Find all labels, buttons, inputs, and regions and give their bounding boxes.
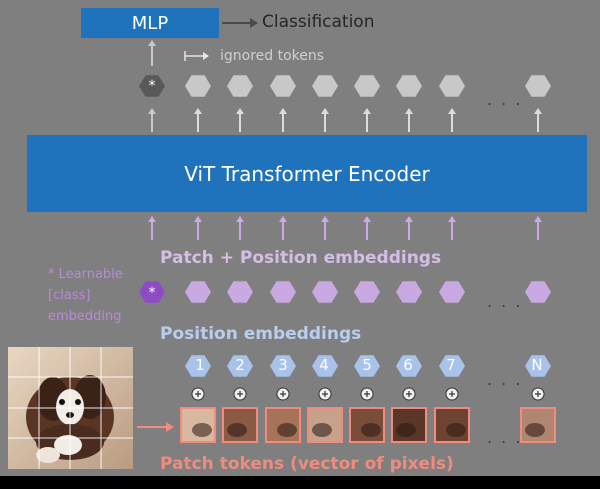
puppy-input-image	[8, 347, 133, 469]
patch-detail	[525, 423, 545, 437]
classification-label: Classification	[262, 12, 375, 32]
embedding-token	[312, 281, 338, 303]
position-embeddings-label: Position embeddings	[160, 324, 362, 344]
patch-detail	[396, 423, 416, 437]
encoder-output-arrow-head	[236, 108, 244, 114]
encoder-output-arrow-head	[148, 108, 156, 114]
encoder-label: ViT Transformer Encoder	[184, 161, 430, 186]
position-token	[227, 355, 253, 377]
position-token	[270, 355, 296, 377]
encoder-output-arrow-head	[194, 108, 202, 114]
learnable-class-embedding-label: * Learnable [class] embedding	[48, 267, 123, 324]
embedding-token	[185, 281, 211, 303]
position-number: 2	[235, 356, 245, 374]
position-number: 3	[278, 356, 288, 374]
position-number: 7	[446, 356, 456, 374]
mlp-input-arrow-head	[148, 40, 156, 46]
vit-diagram: ** MLP Classification ignored tokens ViT…	[0, 0, 600, 476]
encoder-output-arrow-head	[534, 108, 542, 114]
ignored-legend-head	[203, 52, 209, 60]
patch-detail	[361, 423, 381, 437]
output-token	[227, 75, 253, 97]
transformer-encoder-box: ViT Transformer Encoder	[27, 135, 587, 212]
encoder-input-arrow-head	[194, 216, 202, 222]
output-token	[312, 75, 338, 97]
encoder-input-arrow-head	[534, 216, 542, 222]
patch-tokens-label: Patch tokens (vector of pixels)	[160, 454, 454, 474]
position-token	[312, 355, 338, 377]
image-to-patches-arrow-head	[166, 422, 174, 432]
position-number: 4	[319, 356, 329, 374]
puppy-picture	[8, 347, 133, 469]
output-token	[185, 75, 211, 97]
output-token	[270, 75, 296, 97]
encoder-output-arrow-head	[448, 108, 456, 114]
encoder-input-arrow-head	[448, 216, 456, 222]
embedding-token	[270, 281, 296, 303]
embedding-token	[439, 281, 465, 303]
mlp-label: MLP	[131, 12, 169, 34]
encoder-input-arrow-head	[405, 216, 413, 222]
ignored-tokens-label: ignored tokens	[220, 48, 325, 64]
patch-detail	[192, 423, 212, 437]
position-number: N	[531, 356, 543, 374]
patch-detail	[312, 423, 332, 437]
class-output-token	[139, 75, 165, 97]
position-number: 1	[195, 356, 205, 374]
position-token	[525, 355, 551, 377]
encoder-output-arrow-head	[279, 108, 287, 114]
embedding-ellipsis: . . .	[487, 292, 523, 311]
encoder-output-arrow-head	[363, 108, 371, 114]
output-token	[396, 75, 422, 97]
output-ellipsis: . . .	[487, 90, 523, 109]
position-token	[439, 355, 465, 377]
embedding-token	[354, 281, 380, 303]
encoder-input-arrow-head	[279, 216, 287, 222]
diagram-canvas: **	[137, 18, 556, 443]
encoder-input-arrow-head	[148, 216, 156, 222]
embedding-token	[227, 281, 253, 303]
class-output-star: *	[149, 78, 156, 94]
output-token	[525, 75, 551, 97]
embedding-token	[525, 281, 551, 303]
position-number: 6	[403, 356, 413, 374]
class-embedding-star: *	[149, 285, 156, 301]
position-token	[185, 355, 211, 377]
patch-detail	[227, 423, 247, 437]
output-token	[439, 75, 465, 97]
position-token	[396, 355, 422, 377]
patch-ellipsis: . . .	[487, 428, 523, 447]
position-token	[354, 355, 380, 377]
mlp-box: MLP	[81, 8, 219, 38]
class-embedding-token	[139, 281, 165, 303]
patch-position-embeddings-label: Patch + Position embeddings	[160, 248, 442, 268]
encoder-output-arrow-head	[405, 108, 413, 114]
encoder-input-arrow-head	[363, 216, 371, 222]
encoder-input-arrow-head	[236, 216, 244, 222]
classification-arrow-head	[250, 18, 258, 28]
position-ellipsis: . . .	[487, 370, 523, 389]
patch-detail	[446, 423, 466, 437]
embedding-token	[396, 281, 422, 303]
output-token	[354, 75, 380, 97]
encoder-output-arrow-head	[321, 108, 329, 114]
patch-detail	[277, 423, 297, 437]
encoder-input-arrow-head	[321, 216, 329, 222]
position-number: 5	[362, 356, 372, 374]
